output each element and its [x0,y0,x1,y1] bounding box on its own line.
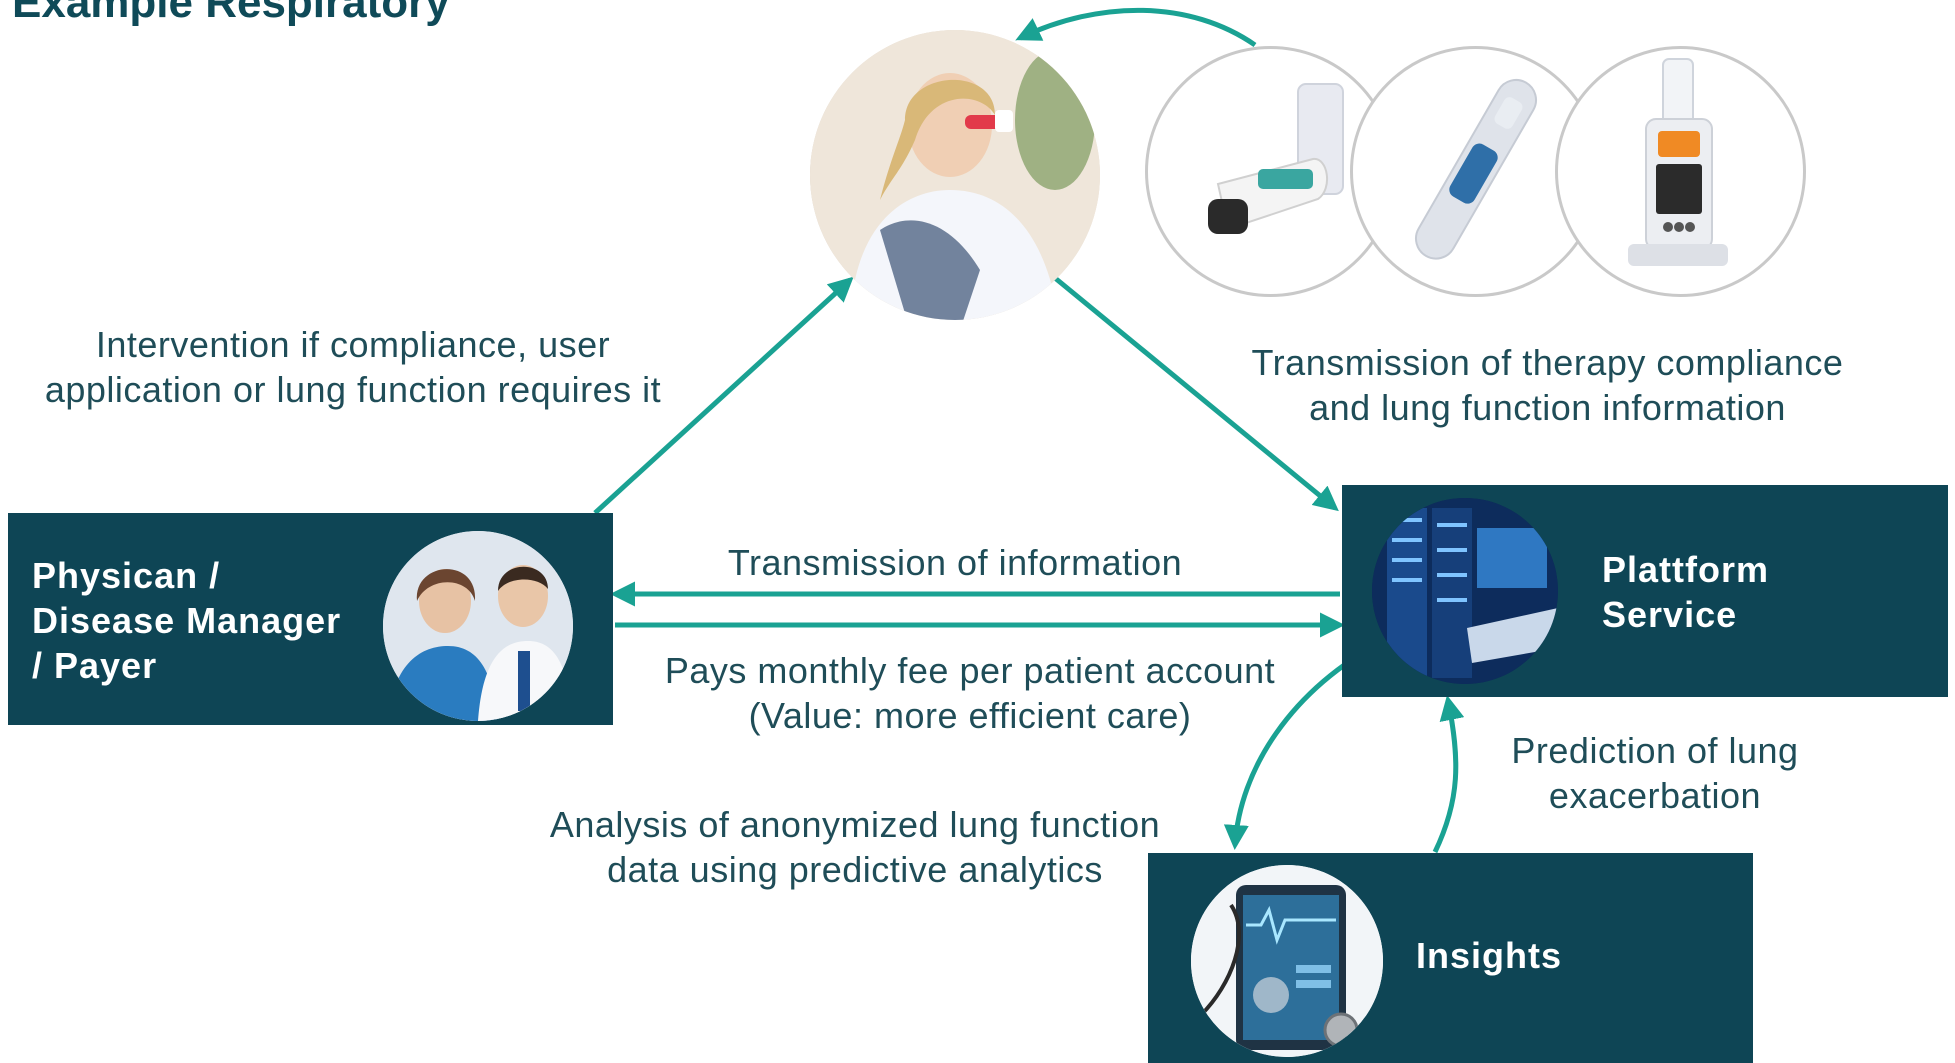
caption-intervention: Intervention if compliance, user applica… [44,324,662,410]
caption-transmission-therapy: Transmission of therapy compliance and l… [1251,342,1844,428]
caption-transmission-info: Transmission of information [727,542,1183,583]
insights-box: Insights [1148,853,1753,1063]
platform-service-box: Plattform Service [1342,485,1948,697]
physician-box: Physican / Disease Manager / Payer [8,513,613,725]
physician-label: Physican / Disease Manager / Payer [32,555,342,686]
arrow-devices-to-patient [1015,7,1257,48]
patient-photo [810,30,1100,320]
servers-photo [1372,498,1558,684]
arrow-physician-to-patient [593,276,854,515]
insights-label: Insights [1416,935,1563,976]
tablet-analytics-photo [1191,865,1383,1057]
spirometer-device-photo [1555,46,1806,297]
caption-pays-fee: Pays monthly fee per patient account (Va… [664,650,1276,736]
arrow-insights-to-platform [1432,695,1465,854]
caption-analysis: Analysis of anonymized lung function dat… [549,804,1161,890]
doctors-photo [383,531,573,721]
page-title: Example Respiratory [12,0,450,27]
caption-prediction: Prediction of lung exacerbation [1511,730,1799,816]
arrow-patient-to-platform [1053,276,1339,512]
platform-service-label: Plattform Service [1602,549,1770,635]
